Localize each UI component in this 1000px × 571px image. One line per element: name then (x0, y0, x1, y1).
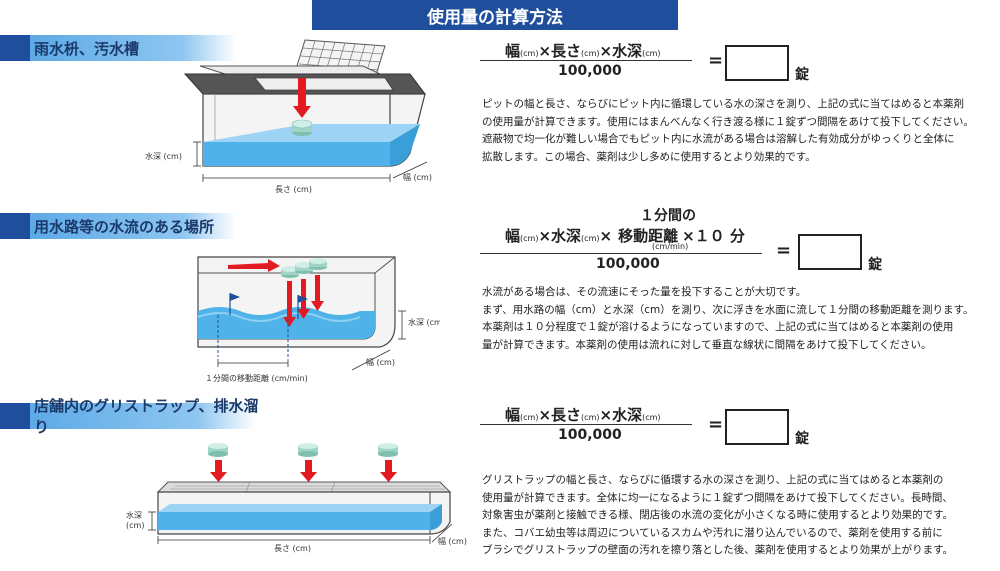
section-label-text: 用水路等の水流のある場所 (34, 217, 215, 236)
section-label-waterway: 用水路等の水流のある場所 (0, 213, 236, 239)
grease-trap-diagram: 水深 (cm) 長さ (cm) 幅 (cm) (126, 443, 467, 553)
depth-label: 水深 (126, 510, 142, 520)
width-label: 幅 (cm) (366, 357, 395, 367)
length-label: 長さ (cm) (274, 544, 311, 553)
description-waterway: 水流がある場合は、その流速にそった量を投下することが大切です。 まず、用水路の幅… (482, 286, 974, 351)
formula-waterway: １分間の 幅(cm)×水深(cm)×移動距離×１０ 分 (cm/min) 100… (480, 208, 900, 278)
depth-unit-label: (cm) (126, 521, 144, 530)
width-label: 幅 (cm) (438, 536, 467, 546)
flow-arrow-icon (228, 259, 280, 272)
result-box (725, 409, 789, 445)
section-label-text: 店舗内のグリストラップ、排水溜り (34, 397, 259, 436)
tablet-icon (281, 258, 327, 278)
formula-grease-trap: 幅(cm)×長さ(cm)×水深(cm) 100,000 = 錠 (480, 402, 820, 452)
section-label-text: 雨水枡、汚水槽 (34, 39, 140, 58)
section-label-grease-trap: 店舗内のグリストラップ、排水溜り (0, 397, 259, 436)
formula-rainwater: 幅(cm)×長さ(cm)×水深(cm) 100,000 = 錠 (480, 38, 820, 88)
tablet-icon (208, 443, 398, 457)
depth-label: 水深 (cm) (408, 317, 440, 327)
result-box (798, 234, 862, 270)
result-box (725, 45, 789, 81)
length-label: 長さ (cm) (275, 185, 312, 194)
drop-arrow-icon (210, 460, 397, 482)
depth-label: 水深 (cm) (145, 151, 182, 161)
drop-arrow-icon (283, 275, 324, 327)
description-rainwater: ピットの幅と長さ、ならびにピット内に循環している水の深さを測り、上記の式に当ては… (482, 98, 974, 163)
description-grease-trap: グリストラップの幅と長さ、ならびに循環する水の深さを測り、上記の式に当てはめると… (482, 474, 954, 556)
page-title: 使用量の計算方法 (312, 0, 678, 30)
rainwater-pit-diagram: 水深 (cm) 長さ (cm) 幅 (cm) (145, 39, 432, 194)
tablet-icon (291, 119, 313, 136)
distance-label: １分間の移動距離 (cm/min) (205, 373, 308, 383)
width-label: 幅 (cm) (403, 172, 432, 182)
section-label-rainwater: 雨水枡、汚水槽 (0, 35, 236, 61)
drop-arrow-icon (293, 78, 311, 118)
waterway-diagram: １分間の移動距離 (cm/min) 水深 (cm) 幅 (cm) (197, 256, 440, 383)
flag-icon (229, 293, 308, 319)
